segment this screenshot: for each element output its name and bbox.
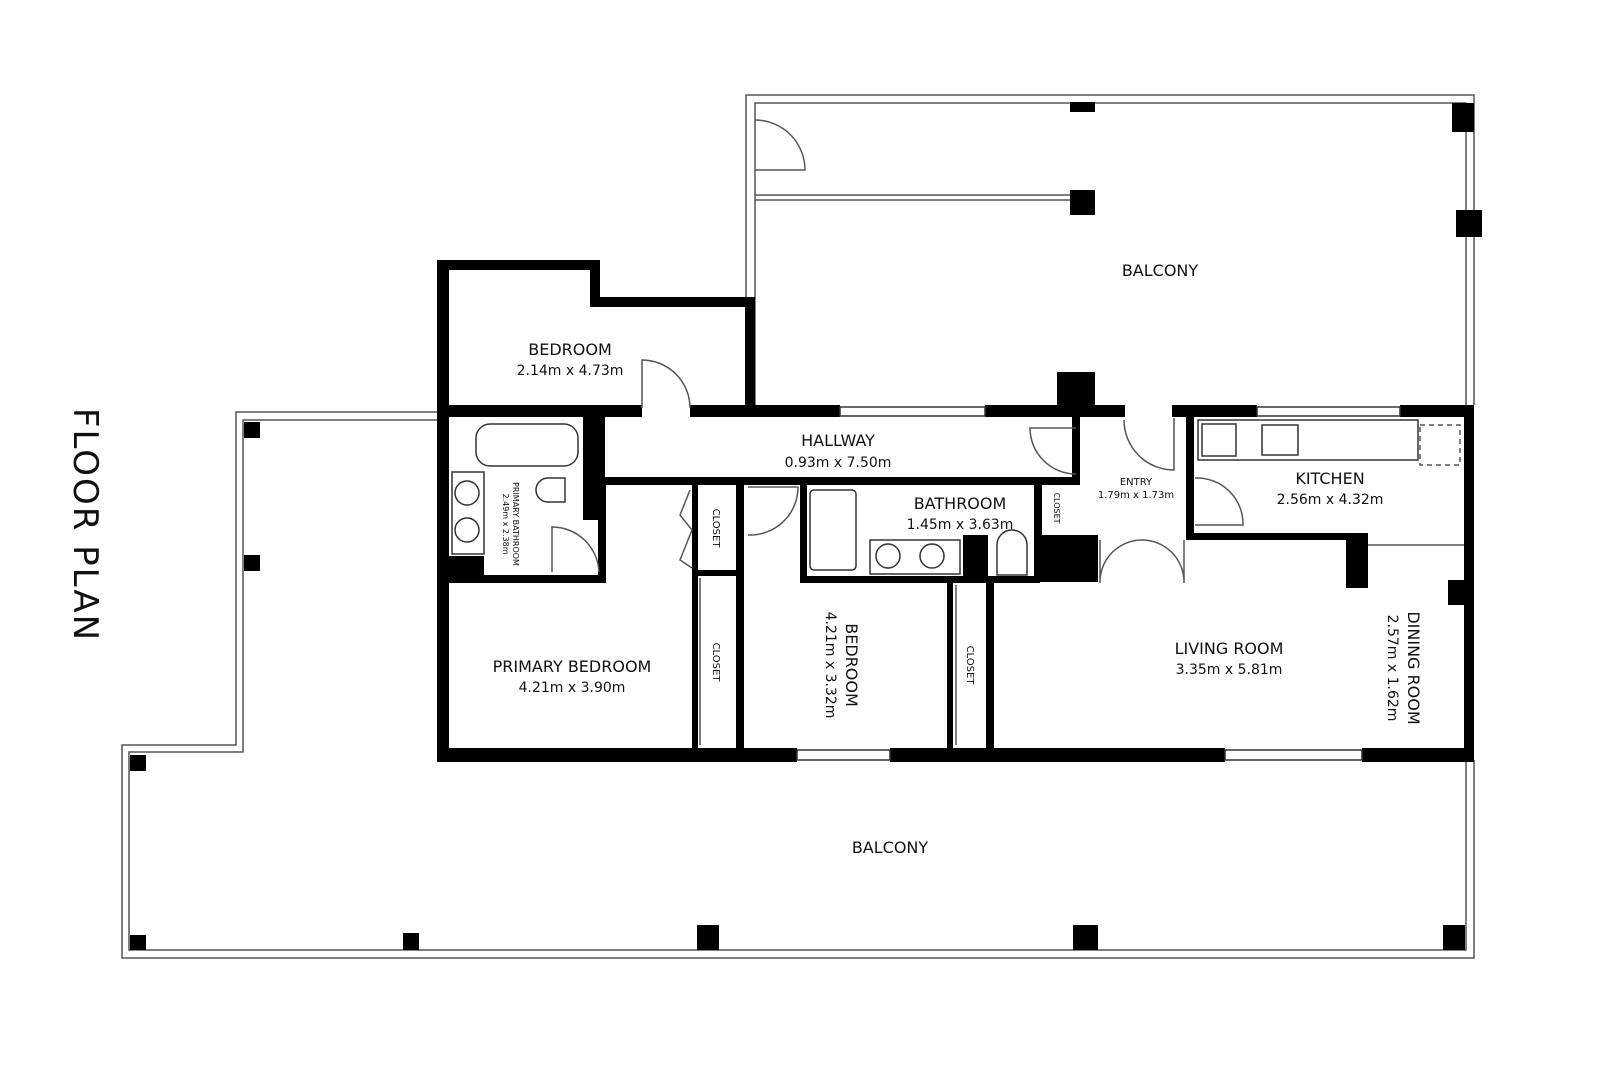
primary-bathroom-label: PRIMARY BATHROOM (511, 482, 520, 566)
balcony-top-outline (745, 94, 1482, 410)
kitchen-sink-icon (1261, 424, 1299, 456)
living-room-label: LIVING ROOM (1175, 639, 1284, 658)
floor-plan-title: FLOOR PLAN (65, 408, 105, 642)
stove-icon (1201, 423, 1237, 457)
closet-3-label: CLOSET (964, 646, 975, 686)
toilet-icon (996, 529, 1028, 576)
appliance-icon (1419, 424, 1461, 466)
bathtub-icon (809, 489, 857, 571)
balcony-bottom-outline (121, 411, 1475, 959)
entry-size: 1.79m x 1.73m (1098, 490, 1174, 501)
walls (437, 260, 1474, 762)
hallway-size: 0.93m x 7.50m (785, 455, 892, 471)
primary-bathroom-size: 2.49m x 2.38m (501, 493, 510, 554)
hallway-label: HALLWAY (801, 431, 875, 450)
closet-1-label: CLOSET (710, 509, 721, 549)
bedroom-middle-size: 4.21m x 3.32m (822, 612, 838, 719)
closet-2-label: CLOSET (710, 643, 721, 683)
bedroom-small-label: BEDROOM (528, 340, 612, 359)
balcony-top-label: BALCONY (1122, 261, 1199, 280)
closet-4-label: CLOSET (1052, 492, 1061, 523)
living-room-size: 3.35m x 5.81m (1176, 662, 1283, 678)
kitchen-label: KITCHEN (1295, 469, 1364, 488)
bathroom-label: BATHROOM (914, 494, 1007, 513)
primary-bedroom-label: PRIMARY BEDROOM (493, 657, 652, 676)
fixtures (451, 419, 1461, 576)
bathroom-size: 1.45m x 3.63m (907, 517, 1014, 533)
primary-bedroom-size: 4.21m x 3.90m (519, 680, 626, 696)
kitchen-size: 2.56m x 4.32m (1277, 492, 1384, 508)
bathtub-icon (475, 423, 579, 467)
dining-room-label: DINING ROOM (1404, 611, 1423, 724)
bedroom-middle-label: BEDROOM (842, 623, 861, 707)
bedroom-small-size: 2.14m x 4.73m (517, 363, 624, 379)
dining-room-size: 2.57m x 1.62m (1384, 615, 1400, 722)
room-labels: BALCONY BALCONY BEDROOM 2.14m x 4.73m HA… (493, 261, 1423, 857)
toilet-icon (535, 477, 566, 503)
doors (551, 359, 1244, 745)
balcony-bottom-label: BALCONY (852, 838, 929, 857)
entry-label: ENTRY (1120, 477, 1153, 488)
